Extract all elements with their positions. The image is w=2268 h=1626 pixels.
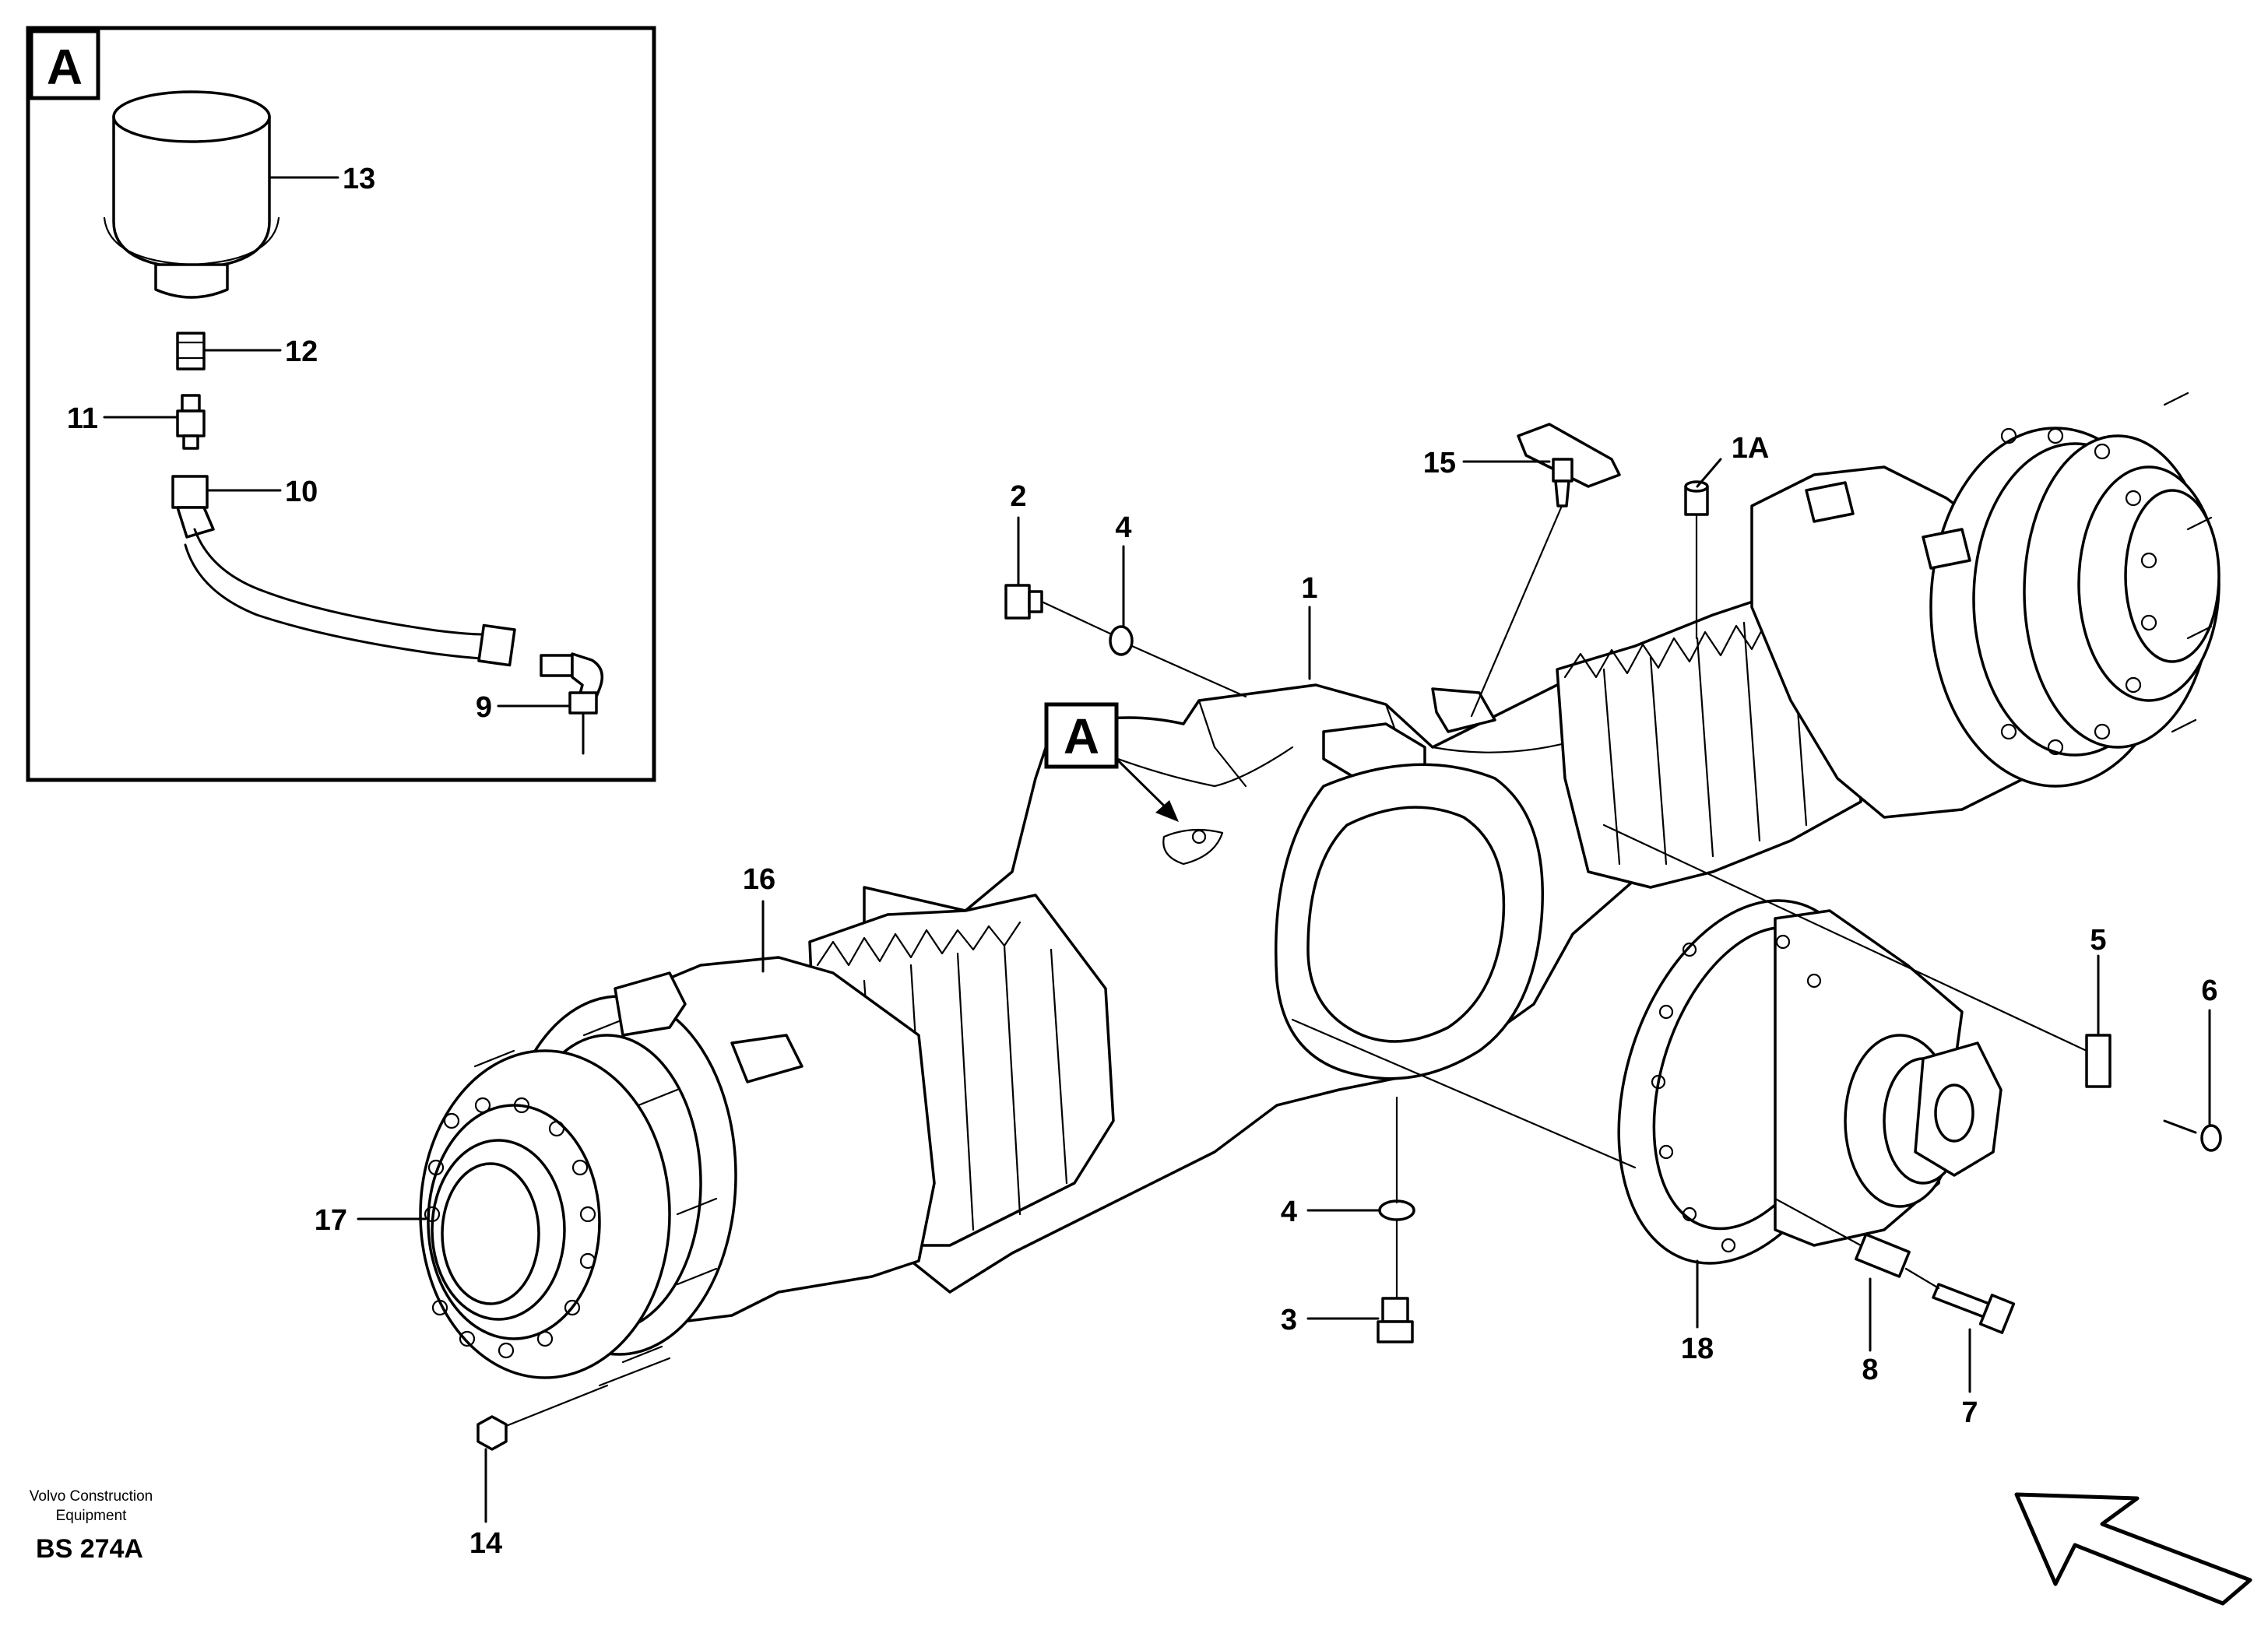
breather-cap xyxy=(103,90,280,299)
direction-arrow-icon xyxy=(2014,1492,2252,1606)
o-ring-4-bottom xyxy=(1378,1199,1415,1221)
callouts: 1 1A 2 4 15 16 17 4 3 5 6 18 8 7 14 xyxy=(315,432,2218,1560)
callout-3: 3 xyxy=(1281,1304,1297,1336)
left-hub-assembly xyxy=(419,956,936,1387)
hub-bolt-circle xyxy=(424,1097,596,1359)
callout-8: 8 xyxy=(1862,1354,1878,1386)
callout-17: 17 xyxy=(315,1204,347,1237)
callout-13: 13 xyxy=(343,163,375,195)
callout-2: 2 xyxy=(1010,480,1026,513)
callout-4-top: 4 xyxy=(1115,511,1131,544)
inset-frame xyxy=(26,26,656,782)
callout-14: 14 xyxy=(469,1527,502,1560)
callout-9: 9 xyxy=(476,691,492,724)
footer-drawing-code: BS 274A xyxy=(36,1534,143,1564)
callout-12: 12 xyxy=(285,335,318,368)
drain-plug-3 xyxy=(1377,1297,1414,1343)
callout-1a: 1A xyxy=(1732,432,1770,465)
inset-letter: A xyxy=(47,39,83,95)
callout-6: 6 xyxy=(2201,975,2217,1007)
right-hub-bolt-circle xyxy=(2000,427,2157,756)
breather-15 xyxy=(1517,423,1621,507)
callout-5: 5 xyxy=(2090,924,2106,957)
bolt-7 xyxy=(1932,1283,2016,1334)
carrier-bolts xyxy=(1651,934,1822,1253)
fitting-9 xyxy=(540,652,604,755)
screw-6 xyxy=(2163,1119,2222,1152)
callout-15: 15 xyxy=(1423,447,1456,479)
footer-company-line2: Equipment xyxy=(56,1508,128,1524)
callout-11: 11 xyxy=(67,402,98,435)
reference-arrowhead xyxy=(1155,800,1179,822)
footer-company-line1: Volvo Construction xyxy=(30,1488,153,1505)
differential-carrier-18 xyxy=(1617,899,2003,1265)
callout-16: 16 xyxy=(743,863,775,896)
callout-18: 18 xyxy=(1681,1333,1714,1365)
callout-7: 7 xyxy=(1961,1396,1978,1429)
union-11 xyxy=(176,394,206,450)
hose-assembly-10 xyxy=(171,475,516,667)
o-ring-4-top xyxy=(1109,625,1134,656)
reference-letter: A xyxy=(1064,708,1099,764)
callout-10: 10 xyxy=(285,476,318,508)
callout-1: 1 xyxy=(1301,572,1317,605)
nut-14 xyxy=(476,1415,508,1451)
callout-4-bottom: 4 xyxy=(1281,1196,1297,1228)
footer: Volvo Construction Equipment BS 274A xyxy=(30,1488,153,1564)
sleeve-8 xyxy=(1855,1233,1911,1278)
inset-letter-box xyxy=(29,29,100,100)
axle-assembly xyxy=(419,392,2222,1451)
nipple-12 xyxy=(176,332,206,371)
plate-5 xyxy=(2085,1034,2112,1088)
reference-letter-box xyxy=(1044,702,1119,769)
detail-a-reference: A xyxy=(1044,702,1179,822)
plug-2 xyxy=(1004,584,1043,620)
right-hub-assembly xyxy=(1750,392,2221,819)
inset-detail-a: A xyxy=(26,26,656,782)
callout-leaders xyxy=(357,458,2211,1523)
